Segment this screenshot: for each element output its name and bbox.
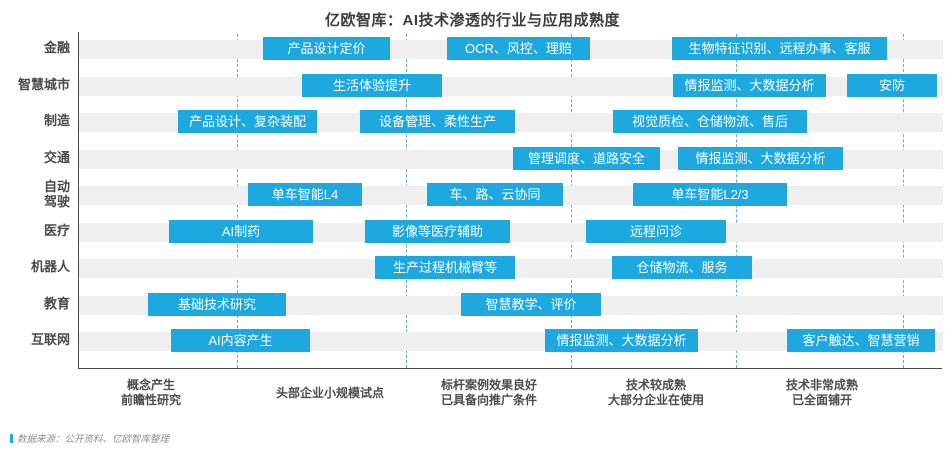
application-bar: 单车智能L4 (248, 183, 362, 206)
source-accent-bar (10, 433, 13, 443)
application-bar: 产品设计、复杂装配 (178, 110, 317, 133)
industry-label: 金融 (43, 40, 70, 56)
y-axis-line (78, 32, 79, 368)
application-bar: 客户触达、智慧营销 (787, 329, 935, 352)
application-bar: 单车智能L2/3 (633, 183, 787, 206)
application-bar: 管理调度、道路安全 (513, 146, 660, 170)
industry-label: 交通 (43, 149, 70, 165)
industry-label: 智慧城市 (17, 76, 70, 92)
application-bar: 仓储物流、服务 (612, 256, 752, 279)
application-bar: AI制药 (169, 219, 313, 243)
application-bar: AI内容产生 (171, 329, 310, 352)
maturity-stage-label: 头部企业小规模试点 (275, 385, 385, 400)
application-bar: 视觉质检、仓储物流、售后 (613, 110, 807, 133)
application-bar: 车、路、云协同 (427, 183, 563, 206)
maturity-stage-label: 概念产生 前瞻性研究 (120, 378, 182, 407)
application-bar: OCR、风控、理赔 (447, 37, 590, 60)
application-bar: 情报监测、大数据分析 (673, 73, 826, 97)
plot-area: 金融 产品设计定价 OCR、风控、理赔 生物特征识别、远程办事、客服智慧城市 生活体验提… (0, 32, 945, 432)
industry-label: 机器人 (30, 259, 70, 275)
application-bar: 情报监测、大数据分析 (678, 146, 843, 170)
industry-label: 互联网 (30, 332, 70, 348)
source-note: 数据来源：公开资料、亿欧智库整理 (10, 431, 169, 445)
industry-label: 教育 (43, 295, 70, 311)
application-bar: 基础技术研究 (148, 292, 286, 316)
application-bar: 设备管理、柔性生产 (360, 110, 515, 133)
application-bar: 产品设计定价 (263, 37, 390, 60)
maturity-stage-label: 标杆案例效果良好 已具备向推广条件 (440, 378, 538, 407)
x-axis-line (78, 368, 942, 369)
application-bar: 安防 (847, 73, 937, 97)
industry-label: 自动 驾驶 (43, 178, 70, 209)
application-bar: 影像等医疗辅助 (365, 219, 510, 243)
industry-label: 医疗 (43, 222, 70, 238)
application-bar: 情报监测、大数据分析 (545, 329, 698, 352)
application-bar: 生活体验提升 (302, 73, 442, 97)
source-text: 数据来源：公开资料、亿欧智库整理 (17, 434, 170, 445)
application-bar: 远程问诊 (586, 219, 726, 243)
industry-label: 制造 (43, 113, 70, 129)
maturity-stage-label: 技术非常成熟 已全面铺开 (785, 378, 859, 407)
application-bar: 生产过程机械臂等 (375, 256, 515, 279)
maturity-stage-label: 技术较成熟 大部分企业在使用 (607, 378, 705, 407)
chart-title: 亿欧智库：AI技术渗透的行业与应用成熟度 (324, 12, 620, 29)
application-bar: 生物特征识别、远程办事、客服 (672, 37, 887, 60)
application-bar: 智慧教学、评价 (461, 292, 601, 316)
